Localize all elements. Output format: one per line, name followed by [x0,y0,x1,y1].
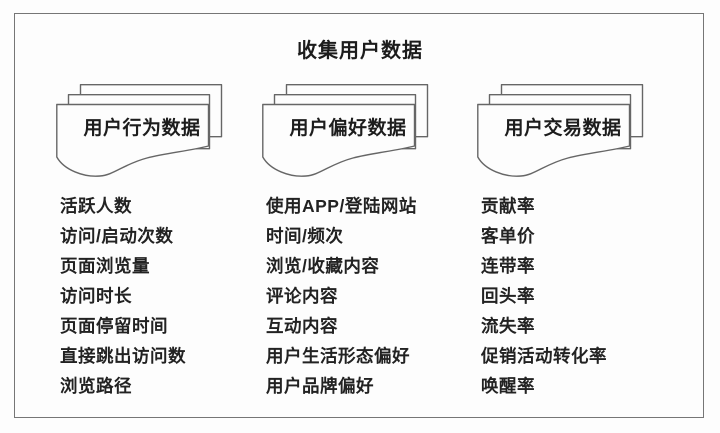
metric-item: 使用APP/登陆网站 [266,196,417,216]
column-user-preference-data: 用户偏好数据 使用APP/登陆网站 时间/频次 浏览/收藏内容 评论内容 互动内… [262,84,457,401]
metric-item: 互动内容 [266,316,338,336]
metric-list-preference: 使用APP/登陆网站 时间/频次 浏览/收藏内容 评论内容 互动内容 用户生活形… [266,191,457,401]
metric-item: 时间/频次 [266,226,344,246]
diagram-border [14,13,704,418]
metric-item: 连带率 [481,256,535,276]
metric-item: 页面停留时间 [60,316,168,336]
stacked-documents-icon: 用户交易数据 [477,84,644,177]
metric-item: 用户生活形态偏好 [266,346,410,366]
metric-item: 流失率 [481,316,535,336]
metric-item: 直接跳出访问数 [60,346,186,366]
metric-item: 浏览路径 [60,376,132,396]
front-document-sheet [56,103,210,177]
metric-list-transaction: 贡献率 客单价 连带率 回头率 流失率 促销活动转化率 唤醒率 [481,191,672,401]
metric-item: 促销活动转化率 [481,346,607,366]
metric-item: 访问时长 [60,286,132,306]
metric-list-behavior: 活跃人数 访问/启动次数 页面浏览量 访问时长 页面停留时间 直接跳出访问数 浏… [60,191,251,401]
stacked-documents-icon: 用户行为数据 [56,84,223,177]
metric-item: 用户品牌偏好 [266,376,374,396]
metric-item: 评论内容 [266,286,338,306]
document-label: 用户偏好数据 [289,116,406,139]
metric-item: 唤醒率 [481,376,535,396]
document-label: 用户行为数据 [83,116,200,139]
metric-item: 浏览/收藏内容 [266,256,380,276]
column-user-behavior-data: 用户行为数据 活跃人数 访问/启动次数 页面浏览量 访问时长 页面停留时间 直接… [56,84,251,401]
metric-item: 访问/启动次数 [60,226,174,246]
stacked-documents-icon: 用户偏好数据 [262,84,429,177]
page-title: 收集用户数据 [297,40,423,62]
metric-item: 页面浏览量 [60,256,150,276]
metric-item: 客单价 [481,226,535,246]
front-document-sheet [477,103,631,177]
column-user-transaction-data: 用户交易数据 贡献率 客单价 连带率 回头率 流失率 促销活动转化率 唤醒率 [477,84,672,401]
metric-item: 回头率 [481,286,535,306]
metric-item: 活跃人数 [60,196,132,216]
front-document-sheet [262,103,416,177]
metric-item: 贡献率 [481,196,535,216]
document-label: 用户交易数据 [504,116,621,139]
